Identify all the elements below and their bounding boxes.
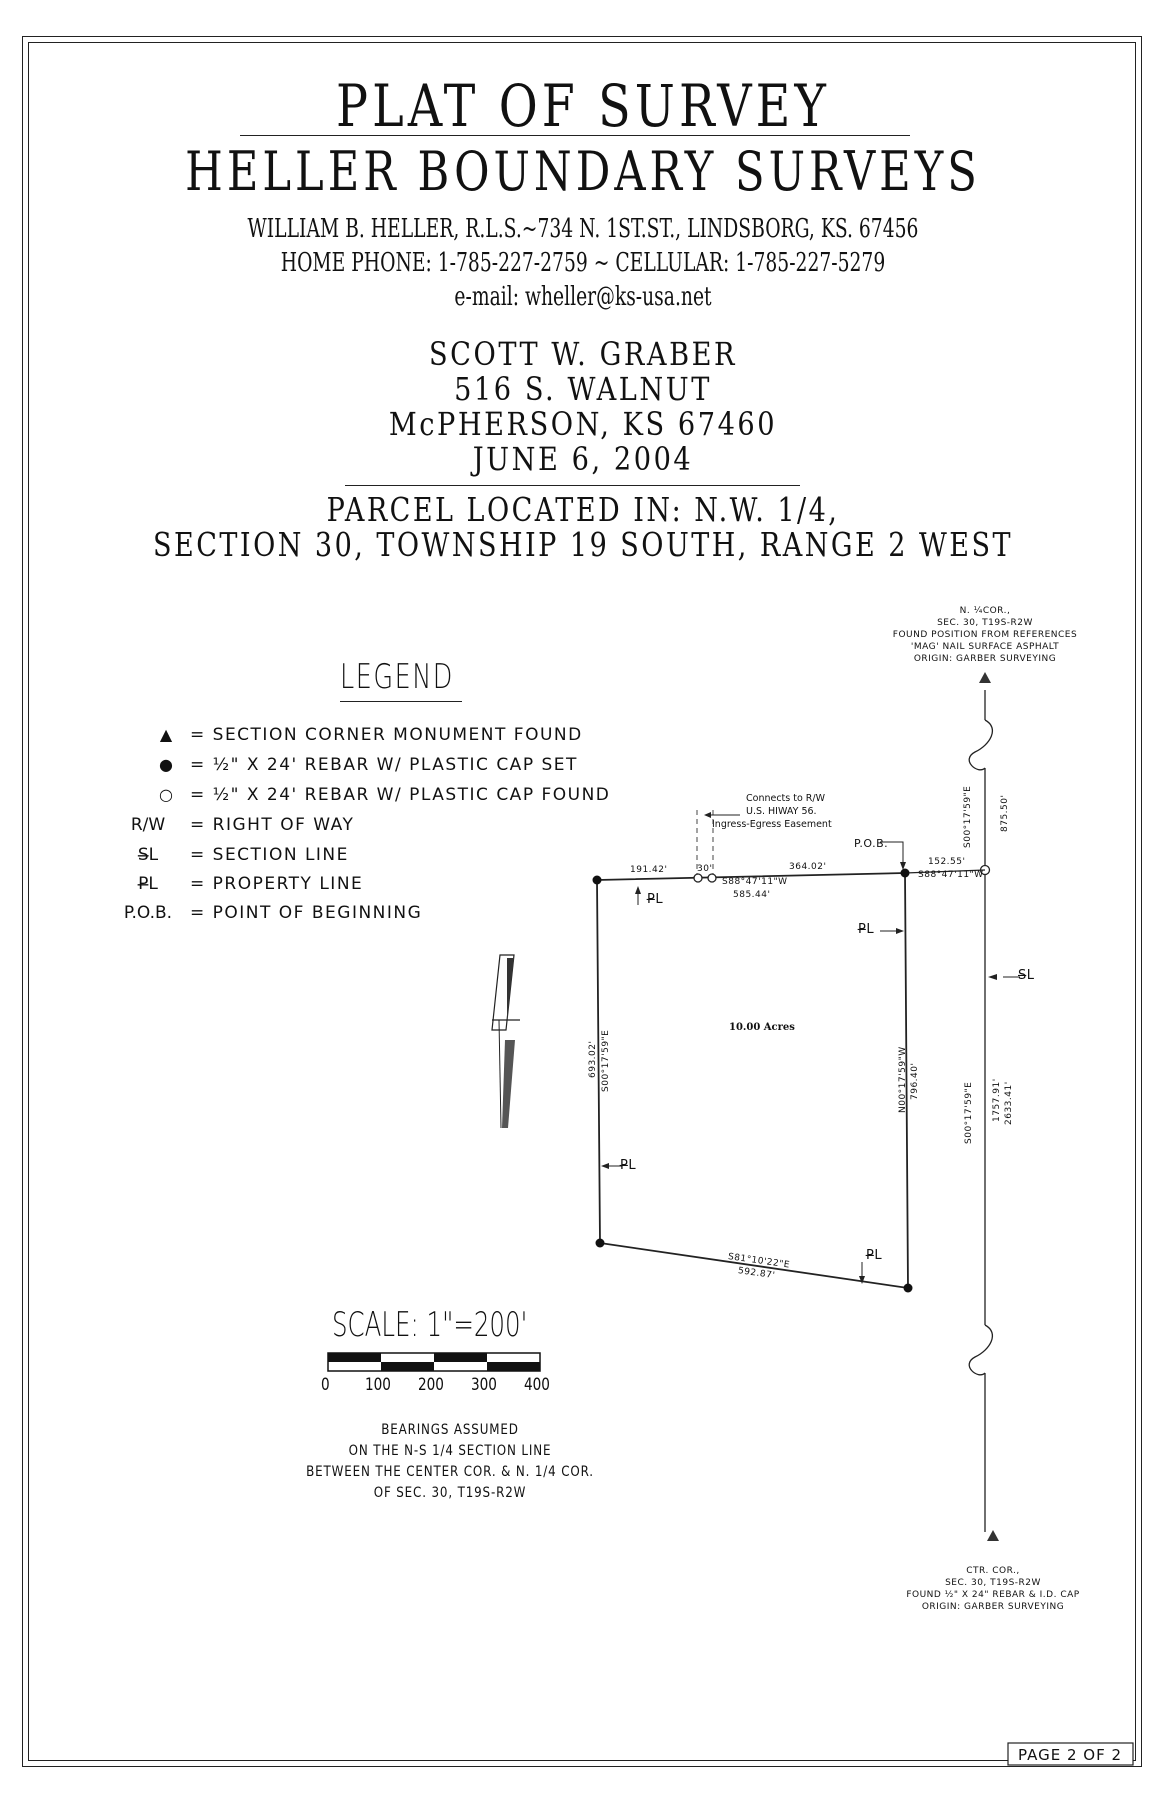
legend-item-text: = SECTION CORNER MONUMENT FOUND xyxy=(190,725,583,745)
scale-tick-label: 0 xyxy=(321,1375,330,1395)
parcel-corner-ne-set-icon xyxy=(900,868,910,878)
legend-triangle-icon: ▲ xyxy=(159,725,173,744)
center-corner-triangle-icon xyxy=(987,1530,999,1541)
legend-pob-symbol: P.O.B. xyxy=(123,903,173,923)
pob-label: P.O.B. xyxy=(854,837,889,850)
easement-found-rebar-icon xyxy=(707,873,717,883)
legend-heading: LEGEND xyxy=(340,657,454,697)
parcel-corner-nw-set-icon xyxy=(592,875,602,885)
north-corner-label: N. ¼COR., SEC. 30, T19S-R2W FOUND POSITI… xyxy=(892,606,1078,664)
legend-filled-dot-icon: ● xyxy=(159,755,173,774)
north-corner-triangle-icon xyxy=(979,672,991,683)
legend-open-dot-icon: ○ xyxy=(159,785,173,804)
break-symbol-south xyxy=(968,1324,994,1376)
client-city: McPHERSON, KS 67460 xyxy=(388,405,778,443)
surveyor-address: WILLIAM B. HELLER, R.L.S.~734 N. 1ST.ST.… xyxy=(247,214,919,244)
sl-arrow-icon xyxy=(988,974,997,980)
section-bottom-distance-1: 1757.91' xyxy=(992,1078,1002,1122)
scale-tick-label: 300 xyxy=(471,1375,497,1395)
page-number: PAGE 2 OF 2 xyxy=(1018,1746,1123,1764)
north-left-distance: 191.42' xyxy=(630,865,668,875)
east-distance: 796.40' xyxy=(910,1062,920,1100)
legend-rule xyxy=(340,701,462,703)
north-arrow-icon xyxy=(491,954,520,1129)
acreage-label: 10.00 Acres xyxy=(729,1022,795,1033)
legend-item-text: = SECTION LINE xyxy=(190,845,349,865)
pob-tie-distance: 152.55' xyxy=(928,857,966,867)
pob-leader xyxy=(880,841,904,866)
sl-label: S̶L xyxy=(1018,968,1035,983)
legend-item-text: = RIGHT OF WAY xyxy=(190,815,355,835)
section-bottom-distance-2: 2633.41' xyxy=(1004,1081,1014,1125)
pl-arrow-icon xyxy=(601,1163,609,1169)
easement-arrow-icon xyxy=(704,812,711,818)
legend-item-text: = ½" X 24' REBAR W/ PLASTIC CAP FOUND xyxy=(190,785,611,805)
north-gap-distance: 30' xyxy=(697,864,713,874)
scale-tick-label: 100 xyxy=(365,1375,391,1395)
break-symbol-north xyxy=(968,719,994,771)
scale-tick-label: 200 xyxy=(418,1375,444,1395)
legend-property-line-icon: P̶L xyxy=(138,874,158,894)
date-rule xyxy=(345,485,800,487)
pl-arrow-icon xyxy=(859,1276,865,1284)
pl-label-west: P̶L xyxy=(620,1158,637,1173)
section-top-distance: 875.50' xyxy=(1000,794,1010,832)
pob-tie-bearing: S88°47'11"W xyxy=(918,870,984,880)
company-name: HELLER BOUNDARY SURVEYS xyxy=(185,140,981,203)
page-box xyxy=(1007,1742,1134,1766)
pl-label-north: P̶L xyxy=(647,892,664,907)
legend-section-line-icon: S̶L xyxy=(137,845,159,865)
parcel-location-2: SECTION 30, TOWNSHIP 19 SOUTH, RANGE 2 W… xyxy=(153,525,1013,564)
section-top-bearing: S00°17'59"E xyxy=(963,785,973,848)
title-rule xyxy=(240,135,910,137)
easement-found-rebar-icon xyxy=(693,873,703,883)
legend-rw-symbol: R/W xyxy=(130,815,166,835)
center-corner-label: CTR. COR., SEC. 30, T19S-R2W FOUND ½" X … xyxy=(906,1566,1080,1612)
surveyor-email: e-mail: wheller@ks-usa.net xyxy=(454,282,712,312)
inner-border xyxy=(28,42,1136,1761)
east-bearing: N00°17'59"W xyxy=(898,1046,908,1113)
west-bearing: S00°17'59"E xyxy=(601,1029,611,1092)
legend-item-text: = PROPERTY LINE xyxy=(190,874,364,894)
pl-label-east: P̶L xyxy=(858,922,875,937)
section-bottom-bearing: S00°17'59"E xyxy=(964,1081,974,1144)
parcel-corner-sw-set-icon xyxy=(595,1238,605,1248)
north-total-distance: 585.44' xyxy=(733,890,771,900)
client-name: SCOTT W. GRABER xyxy=(428,335,738,373)
outer-border xyxy=(22,36,1142,1767)
scale-bar xyxy=(327,1352,541,1372)
parcel-location-1: PARCEL LOCATED IN: N.W. 1/4, xyxy=(326,490,840,529)
pl-arrow-icon xyxy=(896,928,904,934)
legend-item-text: = POINT OF BEGINNING xyxy=(190,903,423,923)
client-street: 516 S. WALNUT xyxy=(454,370,712,408)
pl-label-south: P̶L xyxy=(866,1248,883,1263)
west-distance: 693.02' xyxy=(588,1040,598,1078)
legend-item-text: = ½" X 24' REBAR W/ PLASTIC CAP SET xyxy=(190,755,578,775)
survey-date: JUNE 6, 2004 xyxy=(472,440,694,478)
scale-tick-label: 400 xyxy=(524,1375,550,1395)
bearings-note: BEARINGS ASSUMED ON THE N-S 1/4 SECTION … xyxy=(306,1422,594,1501)
north-bearing: S88°47'11"W xyxy=(722,877,788,887)
pob-arrow-icon xyxy=(900,862,906,870)
parcel-corner-se-set-icon xyxy=(903,1283,913,1293)
pob-tie-line xyxy=(904,869,986,874)
surveyor-phone: HOME PHONE: 1-785-227-2759 ~ CELLULAR: 1… xyxy=(280,248,886,278)
pl-arrow-icon xyxy=(635,886,641,894)
plat-title: PLAT OF SURVEY xyxy=(336,72,830,140)
scale-title: SCALE: 1"=200' xyxy=(332,1305,528,1345)
north-right-distance: 364.02' xyxy=(789,862,827,872)
easement-note: Connects to R/W U.S. HIWAY 56. Ingress-E… xyxy=(712,793,832,830)
